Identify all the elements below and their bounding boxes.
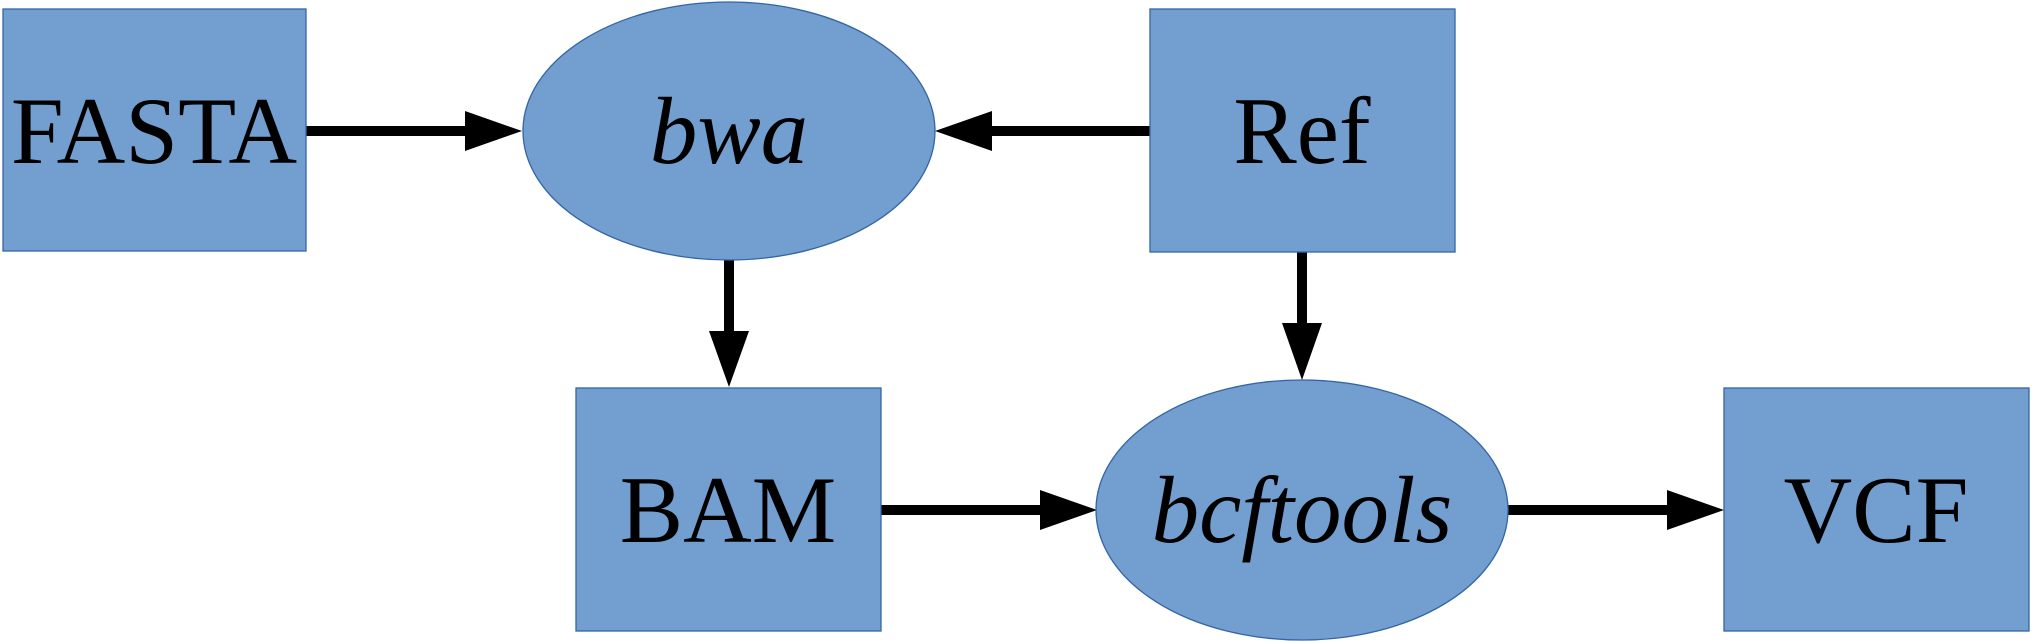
node-ref: Ref [1149,8,1456,253]
edge-bam-to-bcftools [881,490,1097,530]
node-bwa-label: bwa [650,78,808,184]
node-bcftools-label: bcftools [1152,457,1453,563]
node-fasta: FASTA [2,8,307,252]
node-bam-label: BAM [620,457,836,563]
edge-bwa-to-bam [709,260,749,387]
node-bam: BAM [575,387,882,632]
edge-ref-to-bwa [935,111,1150,151]
node-ref-label: Ref [1233,78,1371,184]
edge-ref-to-bcftools [1282,252,1322,380]
node-bcftools: bcftools [1095,379,1509,641]
node-vcf: VCF [1723,387,2030,632]
edge-fasta-to-bwa [306,111,522,151]
edge-bcftools-to-vcf [1508,490,1724,530]
node-bwa: bwa [522,1,936,261]
node-vcf-label: VCF [1784,457,1969,563]
node-fasta-label: FASTA [11,78,297,184]
